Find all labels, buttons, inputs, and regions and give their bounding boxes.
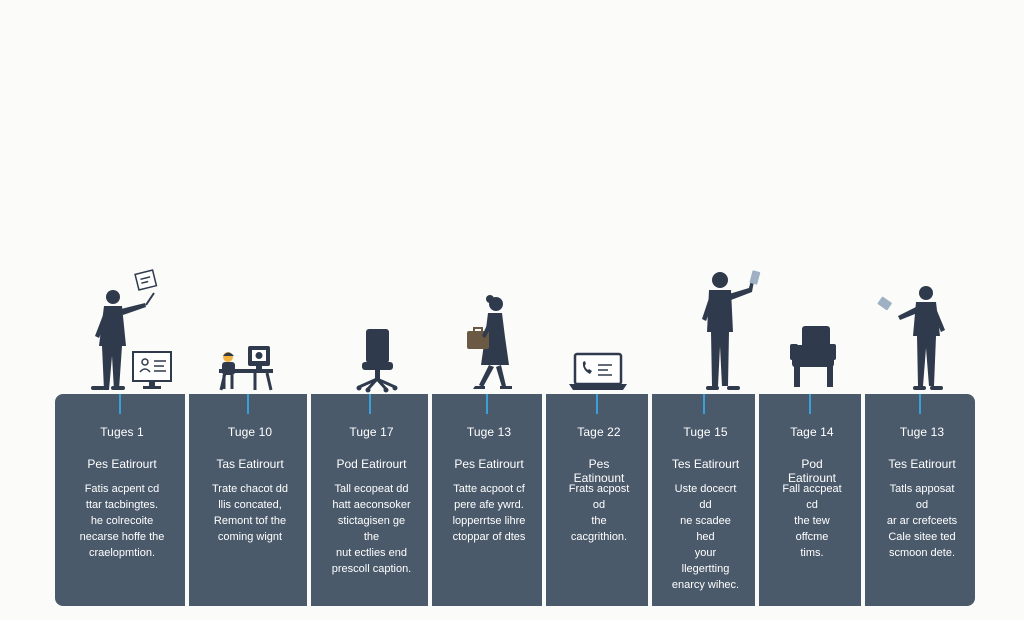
stage-description: Tall ecopeat dd hatt aeconsoker stictagi… [331,483,412,575]
stage-description: Trate chacot dd llis concated, Remont to… [211,483,289,543]
timeline-panel: Tuge 13 Pes Eatirourt Tatte acpoot cf pe… [432,394,542,606]
stage-label: Tuge 17 [349,425,394,439]
timeline-figures [91,269,945,393]
timeline-panel: Tage 14 Pod Eatirount Fall accpeat cd th… [759,394,861,606]
stage-description: Tatls apposat od ar ar crefceets Cale si… [886,483,958,559]
stage-description: Fatis acpent cd ttar tacbingtes. he colr… [79,483,165,559]
timeline-panel: Tuge 13 Tes Eatirourt Tatls apposat od a… [865,394,975,606]
office-chair-icon [356,329,398,393]
timeline-panels: Tuges 1 Pes Eatirourt Fatis acpent cd tt… [55,394,975,606]
person-holding-phone-icon [702,270,761,390]
stage-description: Frats acpost od the cacgrithion. [568,483,630,543]
timeline-panel: Tuge 15 Tes Eatirourt Uste docecrt dd ne… [652,394,755,606]
timeline-tick [486,394,488,414]
timeline-tick [702,394,705,414]
timeline-panel: Tage 22 Pes Eatinount Frats acpost od th… [546,394,648,606]
stage-label: Tuge 15 [683,425,728,439]
stage-role: Pod Eatirount [787,457,837,485]
walking-person-with-briefcase-icon [467,295,512,389]
laptop-with-call-screen-icon [569,352,627,390]
person-at-computer-desk-icon [219,346,273,391]
stage-description: Uste docecrt dd ne scadee hed your llege… [671,483,740,591]
stage-role: Pod Eatirourt [336,457,407,471]
stage-role: Tas Eatirourt [216,457,284,471]
stage-description: Tatte acpoot cf pere afe ywrd. lopperrts… [452,483,526,543]
timeline-tick [596,394,598,414]
stage-label: Tuge 13 [899,425,945,439]
timeline-panel: Tuge 17 Pod Eatirourt Tall ecopeat dd ha… [311,394,428,606]
stage-role: Pes Eatirourt [454,457,524,471]
stage-label: Tage 22 [577,425,621,439]
timeline-tick [368,394,371,414]
timeline-tick [809,394,811,414]
armchair-icon [790,326,836,387]
stage-description: Fall accpeat cd the tew offcme tims. [782,483,842,559]
stage-label: Tuge 13 [466,425,512,439]
stage-role: Tes Eatirourt [888,457,956,471]
timeline-tick [119,394,121,414]
stage-role: Pes Eatirourt [87,457,157,471]
stage-role: Pes Eatinount [573,457,625,485]
stage-label: Tage 14 [790,425,834,439]
person-with-paper-and-monitor-icon [91,269,172,390]
stage-label: Tuge 10 [227,425,273,439]
stage-role: Tes Eatirourt [671,457,740,471]
timeline-tick [919,394,921,414]
timeline-panel: Tuges 1 Pes Eatirourt Fatis acpent cd tt… [55,394,185,606]
person-holding-tablet-icon [877,286,945,390]
timeline-tick [247,394,249,414]
stage-label: Tuges 1 [100,425,144,439]
timeline-panel: Tuge 10 Tas Eatirourt Trate chacot dd ll… [189,394,307,606]
